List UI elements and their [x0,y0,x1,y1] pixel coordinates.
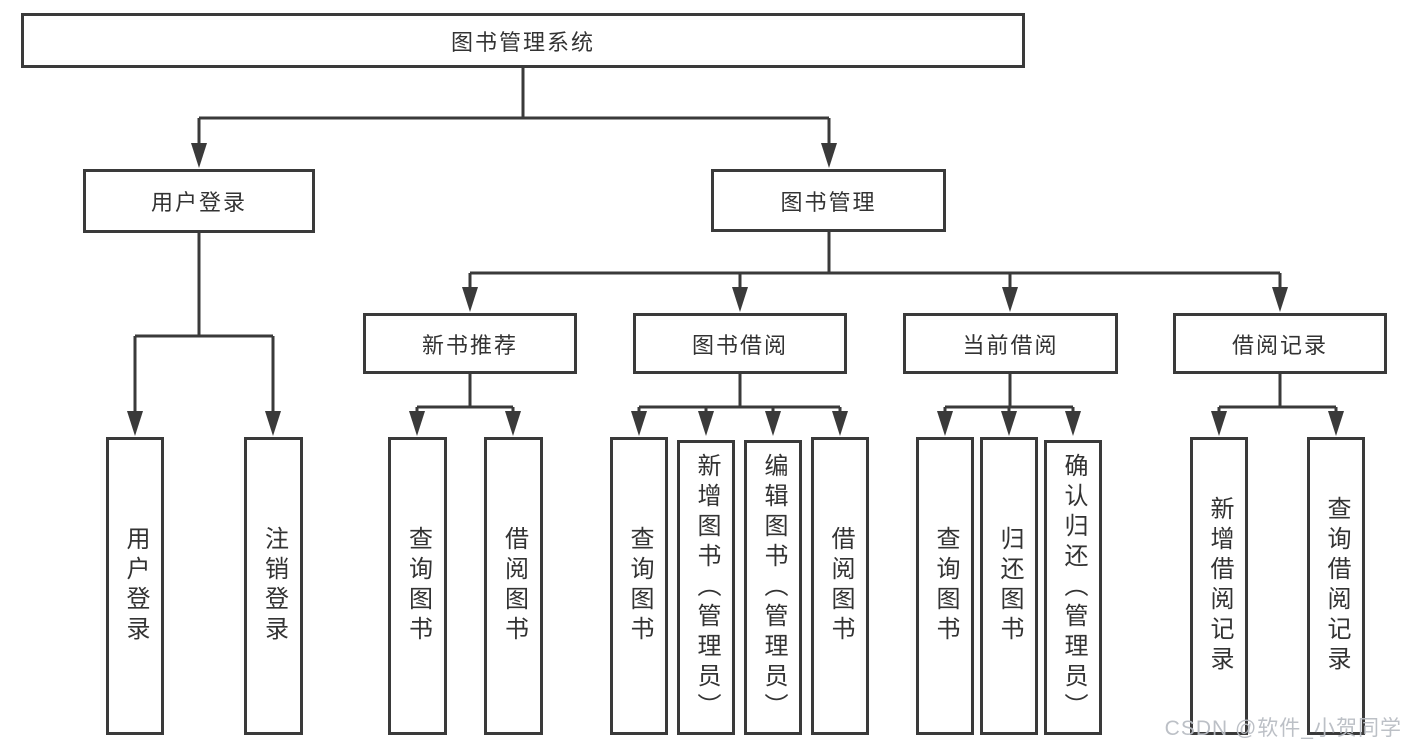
node-borrow-record: 借阅记录 [1173,313,1387,374]
node-current-borrow: 当前借阅 [903,313,1118,374]
leaf-label: 新增借阅记录 [1206,496,1233,676]
node-book-borrow: 图书借阅 [633,313,847,374]
leaf-borrow-borrow-book: 借阅图书 [811,437,869,735]
leaf-record-add-record: 新增借阅记录 [1190,437,1248,735]
node-label: 图书借阅 [691,332,788,358]
leaf-label: 查询图书 [932,526,959,646]
node-book-management: 图书管理 [711,169,946,232]
node-user-login: 用户登录 [83,169,315,233]
leaf-recommend-query-book: 查询图书 [388,437,447,735]
node-new-book-recommend: 新书推荐 [363,313,577,374]
leaf-label: 编辑图书（管理员） [760,452,787,723]
leaf-current-return-book: 归还图书 [980,437,1038,735]
leaf-label: 查询图书 [626,526,653,646]
leaf-borrow-add-book-admin: 新增图书（管理员） [677,440,735,735]
node-label: 图书管理 [780,189,877,215]
arrowheads [127,143,1344,436]
leaf-label: 查询借阅记录 [1323,496,1350,676]
node-label: 当前借阅 [962,332,1059,358]
leaf-recommend-borrow-book: 借阅图书 [484,437,543,735]
leaf-user-login: 用户登录 [106,437,164,735]
leaf-label: 注销登录 [260,526,288,646]
leaf-label: 新增图书（管理员） [693,452,720,723]
leaf-label: 确认归还（管理员） [1060,452,1087,723]
leaf-borrow-edit-book-admin: 编辑图书（管理员） [744,440,802,735]
node-label: 用户登录 [150,190,247,215]
leaf-label: 借阅图书 [500,526,528,646]
node-label: 借阅记录 [1231,332,1328,358]
leaf-logout: 注销登录 [244,437,303,735]
leaf-label: 借阅图书 [827,526,854,646]
node-library-system: 图书管理系统 [21,13,1025,68]
leaf-current-confirm-return-admin: 确认归还（管理员） [1044,440,1102,735]
leaf-record-query-record: 查询借阅记录 [1307,437,1365,735]
leaf-current-query-book: 查询图书 [916,437,974,735]
leaf-label: 归还图书 [996,526,1023,646]
node-label: 新书推荐 [421,332,518,358]
leaf-borrow-query-book: 查询图书 [610,437,668,735]
node-label: 图书管理系统 [450,29,595,55]
leaf-label: 查询图书 [404,526,432,646]
leaf-label: 用户登录 [122,526,149,646]
